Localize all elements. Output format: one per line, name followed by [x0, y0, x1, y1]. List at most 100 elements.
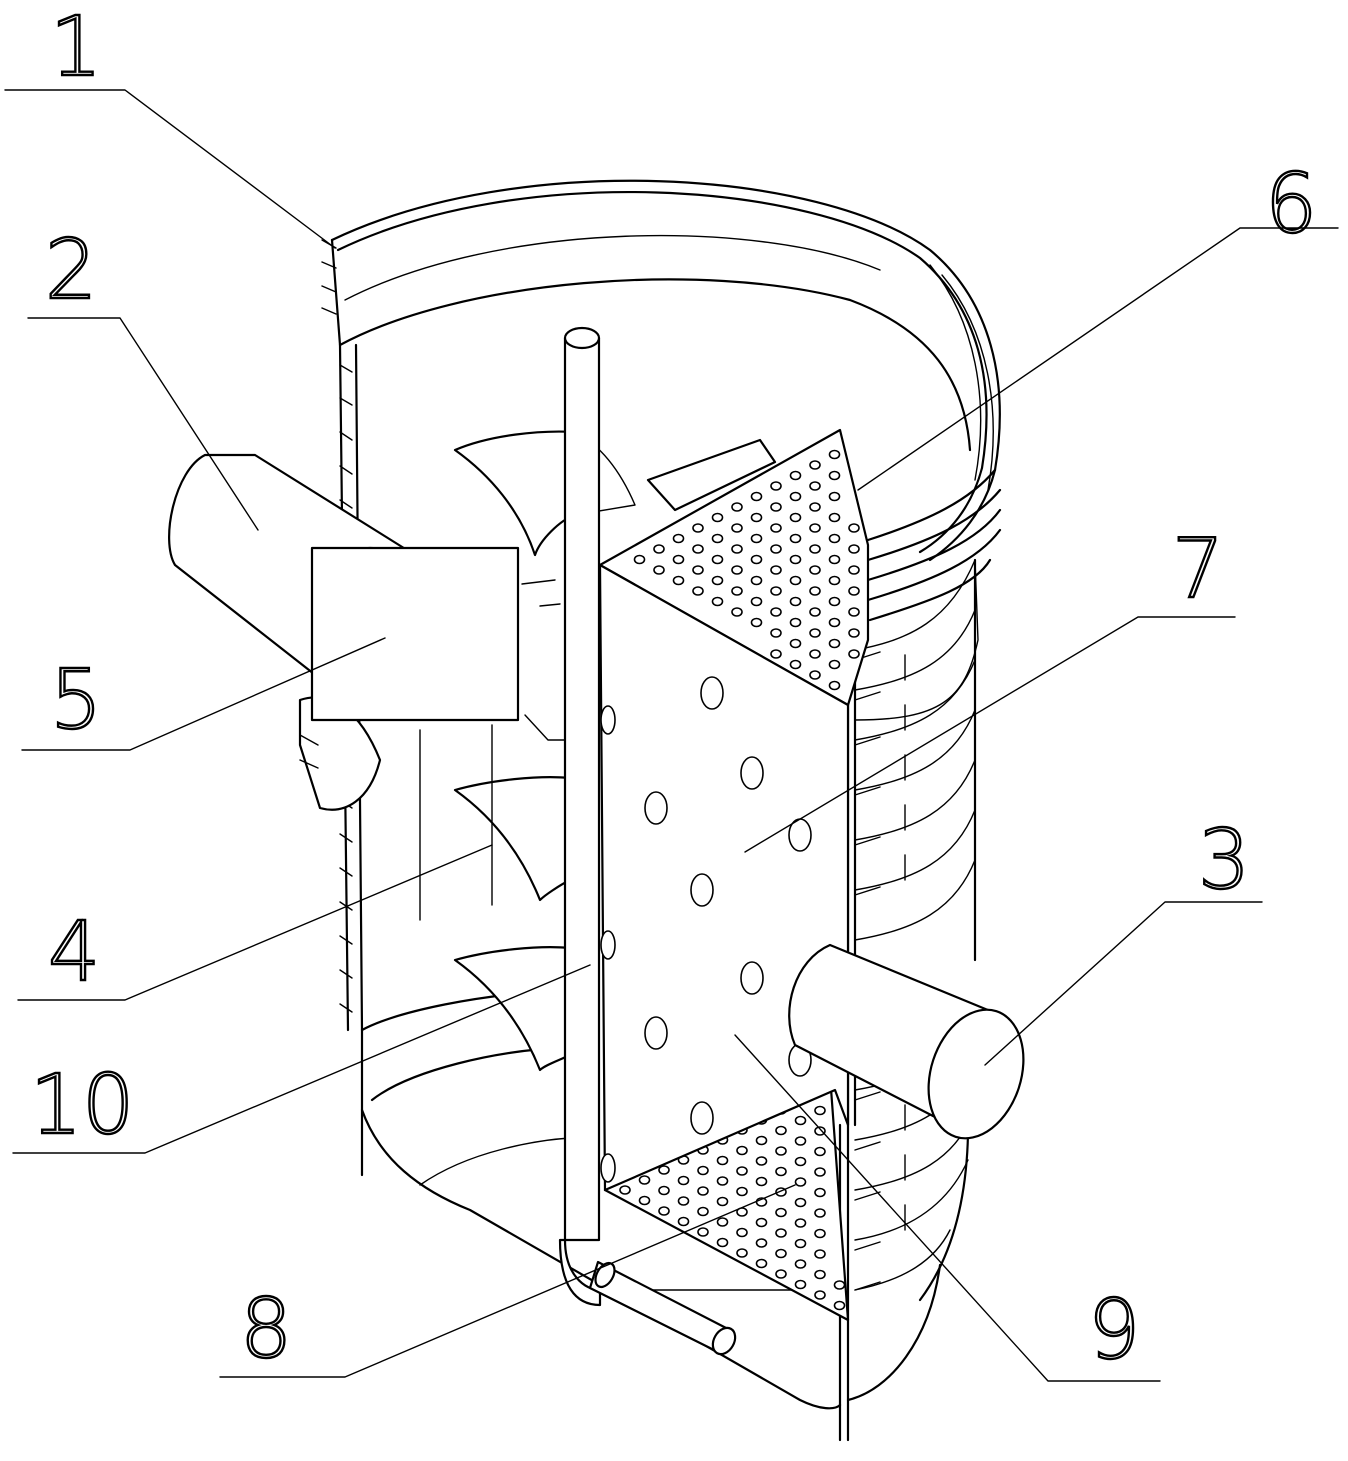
reference-numerals: 1 2 3 4 5 6 7 8 9 10 — [29, 0, 1319, 1379]
leader-2 — [27, 317, 259, 531]
plate-hole — [697, 1206, 709, 1217]
plate-hole — [789, 638, 802, 649]
label-2: 2 — [45, 223, 97, 318]
plate-hole — [731, 607, 743, 617]
plate-hole — [809, 649, 821, 659]
plate-hole — [692, 586, 704, 596]
plate-hole — [750, 575, 763, 586]
plate-hole — [638, 1195, 651, 1206]
plate-hole — [658, 1165, 670, 1175]
plate-hole — [672, 575, 685, 586]
plate-hole — [789, 491, 802, 502]
leader-7 — [744, 616, 1236, 853]
plate-hole — [794, 1197, 807, 1208]
label-10: 10 — [30, 1058, 134, 1153]
plate-hole — [828, 449, 841, 460]
plate-hole — [736, 1248, 748, 1258]
leader-5 — [21, 637, 386, 751]
plate-hole — [814, 1187, 826, 1198]
plate-hole — [755, 1156, 768, 1166]
plate-hole — [814, 1290, 826, 1300]
plate-hole — [848, 649, 860, 659]
plate-hole — [789, 512, 802, 523]
plate-hole — [828, 638, 841, 649]
plate-hole — [794, 1218, 807, 1228]
plate-hole — [750, 491, 763, 502]
plate-hole — [711, 596, 724, 607]
plate-hole — [736, 1186, 748, 1197]
vessel-body — [321, 179, 1002, 1442]
plate-hole — [809, 460, 821, 470]
right-nozzle — [788, 943, 1025, 1140]
plate-hole — [775, 1166, 787, 1177]
baffle-holes — [600, 676, 812, 1183]
plate-hole — [809, 607, 821, 617]
plate-hole — [619, 1185, 631, 1195]
leader-8 — [219, 1184, 796, 1378]
plate-hole — [750, 512, 763, 523]
plate-hole — [653, 565, 665, 575]
plate-hole — [638, 1175, 651, 1185]
plate-hole — [697, 1165, 709, 1176]
label-1: 1 — [50, 0, 102, 95]
plate-hole — [770, 523, 782, 533]
plate-hole — [633, 554, 646, 565]
leader-9 — [734, 1034, 1161, 1382]
lower-plate-holes — [619, 1085, 846, 1311]
plate-hole — [828, 533, 841, 544]
plate-hole — [711, 575, 724, 586]
plate-hole — [848, 544, 860, 554]
blade-upper — [453, 430, 577, 557]
plate-hole — [833, 1300, 846, 1311]
plate-hole — [692, 523, 704, 533]
plate-hole — [814, 1208, 826, 1218]
plate-hole — [716, 1155, 729, 1166]
plate-hole — [755, 1176, 768, 1187]
plate-hole — [809, 544, 821, 554]
plate-hole — [828, 575, 841, 586]
plate-hole — [770, 628, 782, 638]
plate-hole — [789, 554, 802, 565]
plate-hole — [653, 544, 665, 554]
label-6: 6 — [1265, 157, 1317, 252]
leader-6 — [857, 227, 1339, 491]
plate-hole — [775, 1125, 787, 1136]
label-9: 9 — [1088, 1283, 1140, 1378]
plate-hole — [775, 1228, 787, 1238]
plate-hole — [789, 617, 802, 628]
leader-lines — [4, 89, 1339, 1382]
plate-hole — [770, 586, 782, 596]
central-pipe — [558, 326, 737, 1356]
plate-hole — [731, 502, 743, 512]
plate-hole — [814, 1228, 826, 1239]
plate-hole — [809, 523, 821, 533]
plate-hole — [809, 628, 821, 638]
label-3: 3 — [1198, 813, 1250, 908]
plate-hole — [828, 659, 841, 670]
label-7: 7 — [1172, 522, 1224, 617]
top-rim — [330, 179, 1001, 562]
upper-plate-holes — [633, 449, 860, 691]
plate-hole — [775, 1207, 787, 1218]
plate-hole — [848, 607, 860, 617]
plate-hole — [736, 1227, 748, 1238]
plate-hole — [755, 1217, 768, 1228]
plate-hole — [672, 533, 685, 544]
plate-hole — [794, 1156, 807, 1167]
plate-hole — [716, 1196, 729, 1207]
plate-hole — [794, 1177, 807, 1187]
plate-hole — [814, 1146, 826, 1157]
plate-hole — [736, 1145, 748, 1156]
plate-hole — [755, 1135, 768, 1146]
motor-box — [310, 546, 520, 722]
plate-hole — [731, 565, 743, 575]
plate-hole — [809, 586, 821, 596]
plate-hole — [828, 554, 841, 565]
plate-hole — [809, 565, 821, 575]
blade-lower — [453, 946, 572, 1072]
plate-hole — [848, 628, 860, 638]
plate-hole — [789, 470, 802, 481]
plate-hole — [848, 586, 860, 596]
label-4: 4 — [48, 905, 100, 1000]
plate-hole — [789, 596, 802, 607]
